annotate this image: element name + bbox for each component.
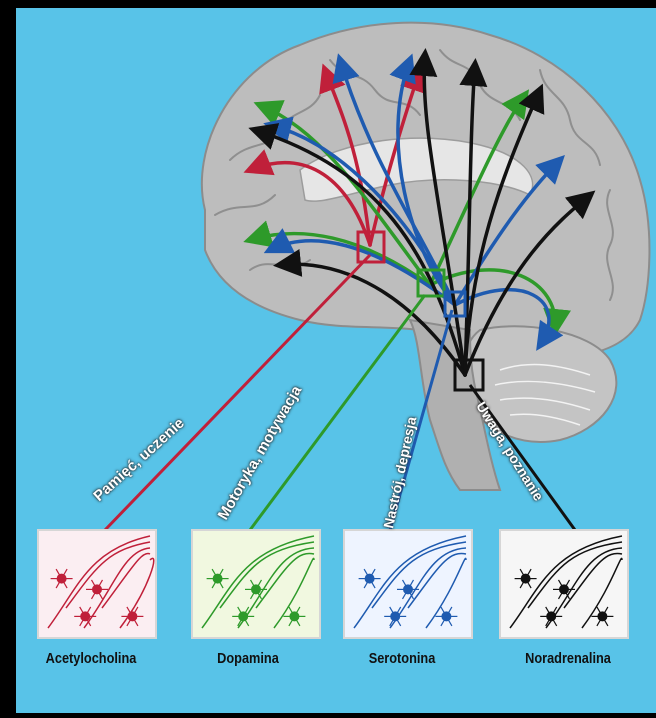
panel-box-acetylcholine <box>38 530 156 638</box>
panel-label-dopamine: Dopamina <box>197 650 299 667</box>
frame-left <box>0 0 16 713</box>
panel-label-noradrenaline: Noradrenalina <box>509 650 628 667</box>
panel-label-acetylcholine: Acetylocholina <box>36 650 147 667</box>
panel-label-serotonin: Serotonina <box>351 650 453 667</box>
frame-top <box>0 0 656 8</box>
